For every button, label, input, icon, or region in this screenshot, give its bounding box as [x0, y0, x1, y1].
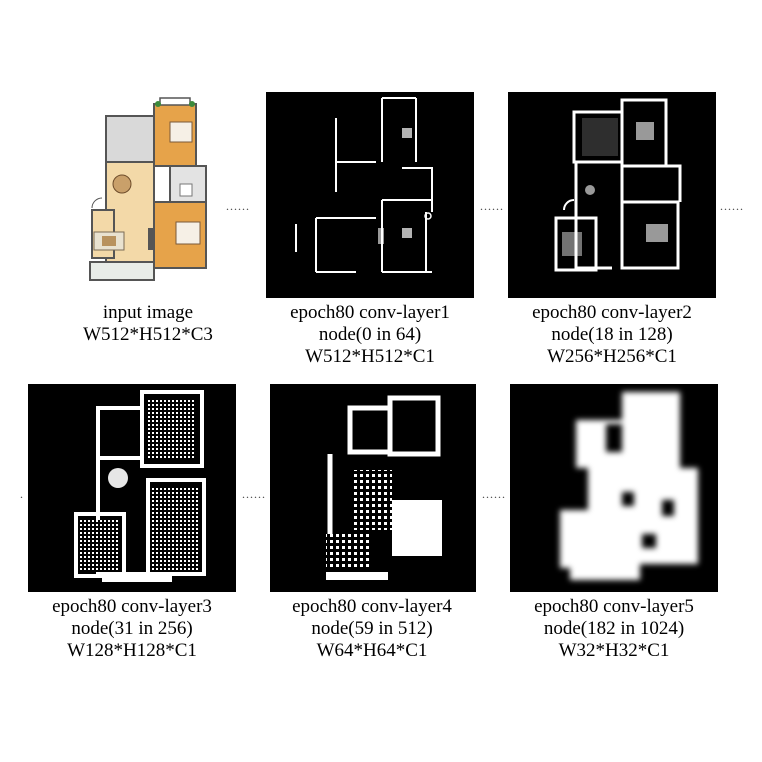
caption-layer5: epoch80 conv-layer5 node(182 in 1024) W3… — [506, 596, 722, 662]
caption-line: epoch80 conv-layer5 — [506, 596, 722, 618]
caption-line: node(31 in 256) — [24, 618, 240, 640]
separator-dots: ...... — [226, 200, 250, 212]
caption-line: node(18 in 128) — [504, 324, 720, 346]
separator-dots: ...... — [720, 200, 744, 212]
separator-dots: . — [20, 488, 24, 500]
caption-line: epoch80 conv-layer1 — [262, 302, 478, 324]
caption-line: W256*H256*C1 — [504, 346, 720, 368]
caption-line: W512*H512*C1 — [262, 346, 478, 368]
layer3-activation-drawing — [28, 384, 236, 592]
caption-layer3: epoch80 conv-layer3 node(31 in 256) W128… — [24, 596, 240, 662]
caption-layer2: epoch80 conv-layer2 node(18 in 128) W256… — [504, 302, 720, 368]
floorplan-drawing — [80, 96, 216, 292]
caption-line: epoch80 conv-layer2 — [504, 302, 720, 324]
caption-line: W64*H64*C1 — [264, 640, 480, 662]
caption-line: epoch80 conv-layer3 — [24, 596, 240, 618]
layer4-activation-drawing — [270, 384, 476, 592]
layer4-feature-map — [270, 384, 476, 592]
separator-dots: ...... — [242, 488, 266, 500]
layer2-activation-drawing — [508, 92, 716, 298]
caption-input-image: input image W512*H512*C3 — [62, 302, 234, 346]
layer1-feature-map — [266, 92, 474, 298]
caption-layer4: epoch80 conv-layer4 node(59 in 512) W64*… — [264, 596, 480, 662]
input-floorplan-image — [80, 96, 216, 292]
caption-line: epoch80 conv-layer4 — [264, 596, 480, 618]
caption-line: node(0 in 64) — [262, 324, 478, 346]
separator-dots: ...... — [480, 200, 504, 212]
caption-line: W32*H32*C1 — [506, 640, 722, 662]
caption-line: node(182 in 1024) — [506, 618, 722, 640]
separator-dots: ...... — [482, 488, 506, 500]
layer5-feature-map — [510, 384, 718, 592]
layer2-feature-map — [508, 92, 716, 298]
caption-line: W128*H128*C1 — [24, 640, 240, 662]
caption-line: input image — [62, 302, 234, 324]
layer3-feature-map — [28, 384, 236, 592]
layer1-activation-drawing — [266, 92, 474, 298]
caption-line: W512*H512*C3 — [62, 324, 234, 346]
caption-layer1: epoch80 conv-layer1 node(0 in 64) W512*H… — [262, 302, 478, 368]
layer5-activation-drawing — [510, 384, 718, 592]
caption-line: node(59 in 512) — [264, 618, 480, 640]
